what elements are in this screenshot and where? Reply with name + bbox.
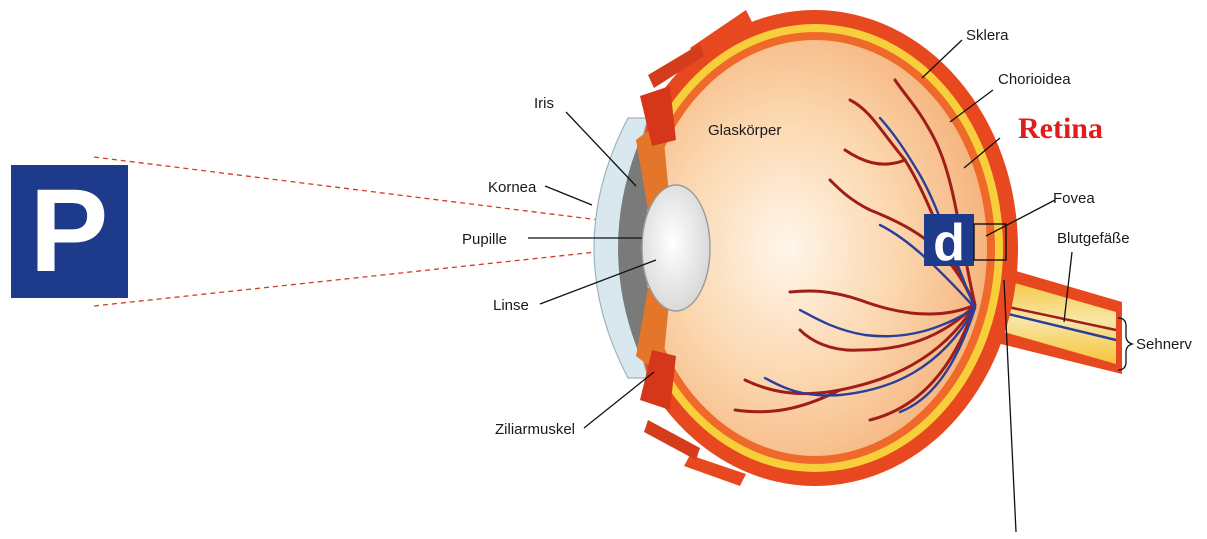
label-linse: Linse [493, 297, 529, 314]
lens [642, 185, 710, 311]
label-sehnerv: Sehnerv [1136, 336, 1192, 353]
label-ziliarmuskel: Ziliarmuskel [495, 421, 575, 438]
label-blutgefaesse: Blutgefäße [1057, 230, 1130, 247]
object-letter: P [30, 165, 109, 297]
label-kornea: Kornea [488, 179, 537, 196]
object-sign: P [11, 165, 128, 298]
label-pupille: Pupille [462, 231, 507, 248]
leader-kornea [545, 186, 592, 205]
label-sklera: Sklera [966, 27, 1009, 44]
label-retina: Retina [1018, 112, 1103, 145]
image-letter: d [933, 214, 965, 272]
label-iris: Iris [534, 95, 554, 112]
label-chorioidea: Chorioidea [998, 71, 1071, 88]
label-glaskoerper: Glaskörper [708, 122, 781, 139]
label-fovea: Fovea [1053, 190, 1095, 207]
